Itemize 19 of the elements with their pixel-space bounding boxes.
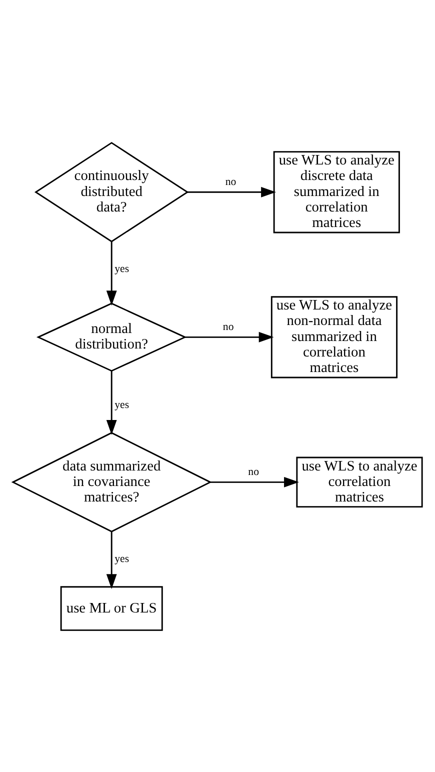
node-diamond: normal distribution? xyxy=(36,302,187,372)
edge-label: no xyxy=(225,176,236,188)
node-diamond: data summarized in covariance matrices? xyxy=(11,432,212,532)
arrow xyxy=(106,241,117,306)
node-box: use WLS to analyze non-normal data summarized in correlation matrices xyxy=(270,296,398,378)
arrow xyxy=(187,186,276,197)
node-box: use WLS to analyze discrete data summarized in correlation matrices xyxy=(273,150,400,233)
arrow xyxy=(185,331,274,342)
edge-label: no xyxy=(248,466,260,478)
edge-label: yes xyxy=(114,398,130,410)
arrow xyxy=(210,476,299,487)
node-box: use ML or GLS xyxy=(60,586,163,630)
edge-label: yes xyxy=(114,552,130,564)
arrow xyxy=(106,370,117,434)
arrow xyxy=(106,531,117,589)
edge-label: yes xyxy=(114,262,130,274)
node-diamond: continuously distributed data? xyxy=(34,141,189,242)
node-box: use WLS to analyze correlation matrices xyxy=(296,456,423,508)
edge-label: no xyxy=(222,320,234,333)
